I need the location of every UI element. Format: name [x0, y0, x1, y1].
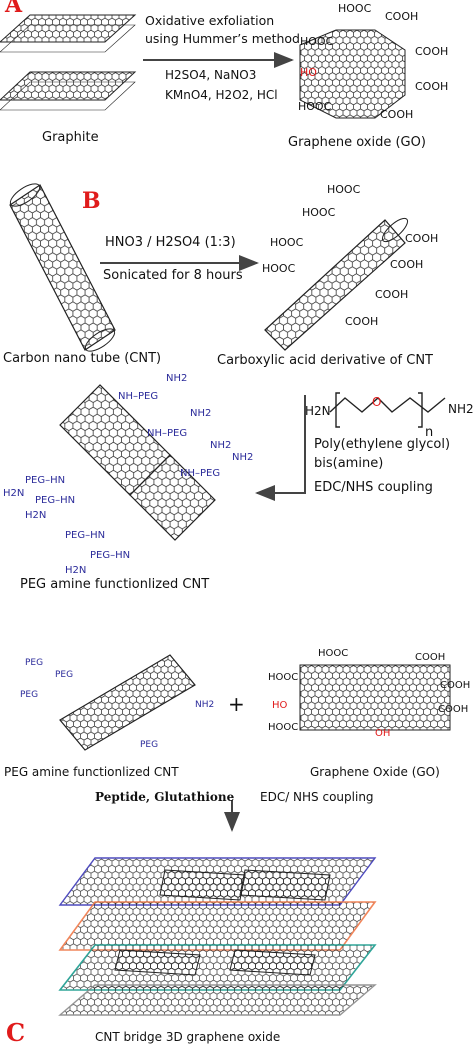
- arrow-b-bottom: Sonicated for 8 hours: [103, 268, 243, 283]
- cnt-group: COOH: [390, 258, 424, 271]
- cnt-group: HOOC: [262, 262, 296, 275]
- peg-cnt-label-c: PEG amine functionlized CNT: [4, 765, 179, 779]
- graphene-oxide-sheet: [299, 664, 451, 731]
- go-c-group: HO: [272, 700, 288, 711]
- peg-sub: NH–PEG: [180, 468, 221, 479]
- sheet-teal: [58, 944, 377, 991]
- coupling-c: EDC/ NHS coupling: [260, 790, 374, 804]
- peg-sub: H2N: [25, 510, 47, 521]
- sheet-gray: [58, 984, 377, 1016]
- peg-repeat-n: n: [425, 425, 434, 440]
- go-group: COOH: [385, 10, 419, 23]
- graphene-oxide-structure: [299, 29, 406, 119]
- arrow-b-top: HNO3 / H2SO4 (1:3): [105, 235, 236, 250]
- go-label-c: Graphene Oxide (GO): [310, 765, 440, 779]
- c-peg-sub: NH2: [195, 700, 215, 710]
- sheet-orange: [58, 901, 377, 951]
- c-peg-sub: PEG: [20, 690, 39, 700]
- graphite-label: Graphite: [42, 130, 99, 145]
- go-c-group: HOOC: [318, 648, 349, 659]
- cnt-group: COOH: [405, 232, 439, 245]
- graphene-oxide-label: Graphene oxide (GO): [288, 135, 426, 150]
- cnt-label: Carbon nano tube (CNT): [3, 351, 162, 366]
- peg-sub: NH2: [210, 440, 232, 451]
- go-group: HOOC: [338, 2, 372, 15]
- go-c-group: COOH: [440, 680, 471, 691]
- coupling-b: EDC/NHS coupling: [314, 480, 433, 495]
- panel-b-letter: B: [82, 188, 101, 214]
- go-group: COOH: [415, 45, 449, 58]
- peg-nh2-end: NH2: [448, 402, 474, 416]
- arrow-a-text-2: using Hummer’s method: [145, 31, 300, 46]
- go-c-group: HOOC: [268, 672, 299, 683]
- cnt-group: COOH: [375, 288, 409, 301]
- bridge-cnt-4: [229, 949, 316, 976]
- go-c-group: OH: [375, 728, 391, 739]
- peg-cnt-label: PEG amine functionlized CNT: [20, 577, 210, 592]
- c-peg-sub: PEG: [55, 670, 74, 680]
- go-group: HOOC: [300, 35, 334, 48]
- go-c-group: COOH: [415, 652, 446, 663]
- arrow-a-text-1: Oxidative exfoliation: [145, 13, 275, 28]
- layered-graphene-oxide: [58, 857, 377, 1016]
- peg-sub: NH2: [190, 408, 212, 419]
- c-peg-sub: PEG: [25, 658, 44, 668]
- plus-sign: +: [228, 692, 245, 716]
- peg-sub: H2N: [3, 488, 25, 499]
- peg-sub: PEG–HN: [25, 475, 66, 486]
- peg-sub: H2N: [65, 565, 87, 576]
- cnt-group: COOH: [345, 315, 379, 328]
- peg-sub: NH–PEG: [118, 391, 159, 402]
- peg-oxygen: O: [372, 395, 382, 409]
- bridge-cnt-2: [239, 869, 331, 901]
- carboxylated-cnt-structure: [264, 217, 409, 351]
- peg-sub: PEG–HN: [65, 530, 106, 541]
- bridge-cnt-1: [159, 869, 246, 901]
- go-group: COOH: [415, 80, 449, 93]
- go-c-group: COOH: [438, 704, 469, 715]
- peg-sub: PEG–HN: [35, 495, 76, 506]
- peg-cnt-small: [59, 654, 196, 751]
- go-group: HO: [300, 66, 317, 79]
- panel-c-letter: C: [6, 1018, 26, 1047]
- carboxylic-cnt-label: Carboxylic acid derivative of CNT: [217, 353, 433, 368]
- graphite-structure: [0, 14, 137, 111]
- reagents-a-2: KMnO4, H2O2, HCl: [165, 88, 278, 102]
- panel-a-letter: A: [5, 0, 23, 18]
- cnt-group: HOOC: [302, 206, 336, 219]
- peg-sub: PEG–HN: [90, 550, 131, 561]
- peg-sub: NH2: [232, 452, 254, 463]
- c-peg-sub: PEG: [140, 740, 159, 750]
- go-c-group: HOOC: [268, 722, 299, 733]
- peg-cnt-structure: [59, 384, 216, 541]
- peg-bisamine-structure: [329, 392, 446, 428]
- peg-sub: NH2: [166, 373, 188, 384]
- reagents-a-1: H2SO4, NaNO3: [165, 68, 257, 82]
- peg-name-1: Poly(ethylene glycol): [314, 437, 451, 452]
- cnt-group: HOOC: [270, 236, 304, 249]
- bridge-cnt-3: [114, 949, 201, 976]
- peptide-label: Peptide, Glutathione: [95, 790, 235, 804]
- cnt-structure: [9, 183, 116, 352]
- final-label: CNT bridge 3D graphene oxide: [95, 1030, 281, 1044]
- peg-name-2: bis(amine): [314, 456, 384, 471]
- go-group: COOH: [380, 108, 414, 121]
- peg-h2n-end: H2N: [305, 404, 331, 418]
- peg-sub: NH–PEG: [147, 428, 188, 439]
- peg-coupling-arrow: [255, 395, 306, 501]
- go-group: HOOC: [298, 100, 332, 113]
- cnt-group: HOOC: [327, 183, 361, 196]
